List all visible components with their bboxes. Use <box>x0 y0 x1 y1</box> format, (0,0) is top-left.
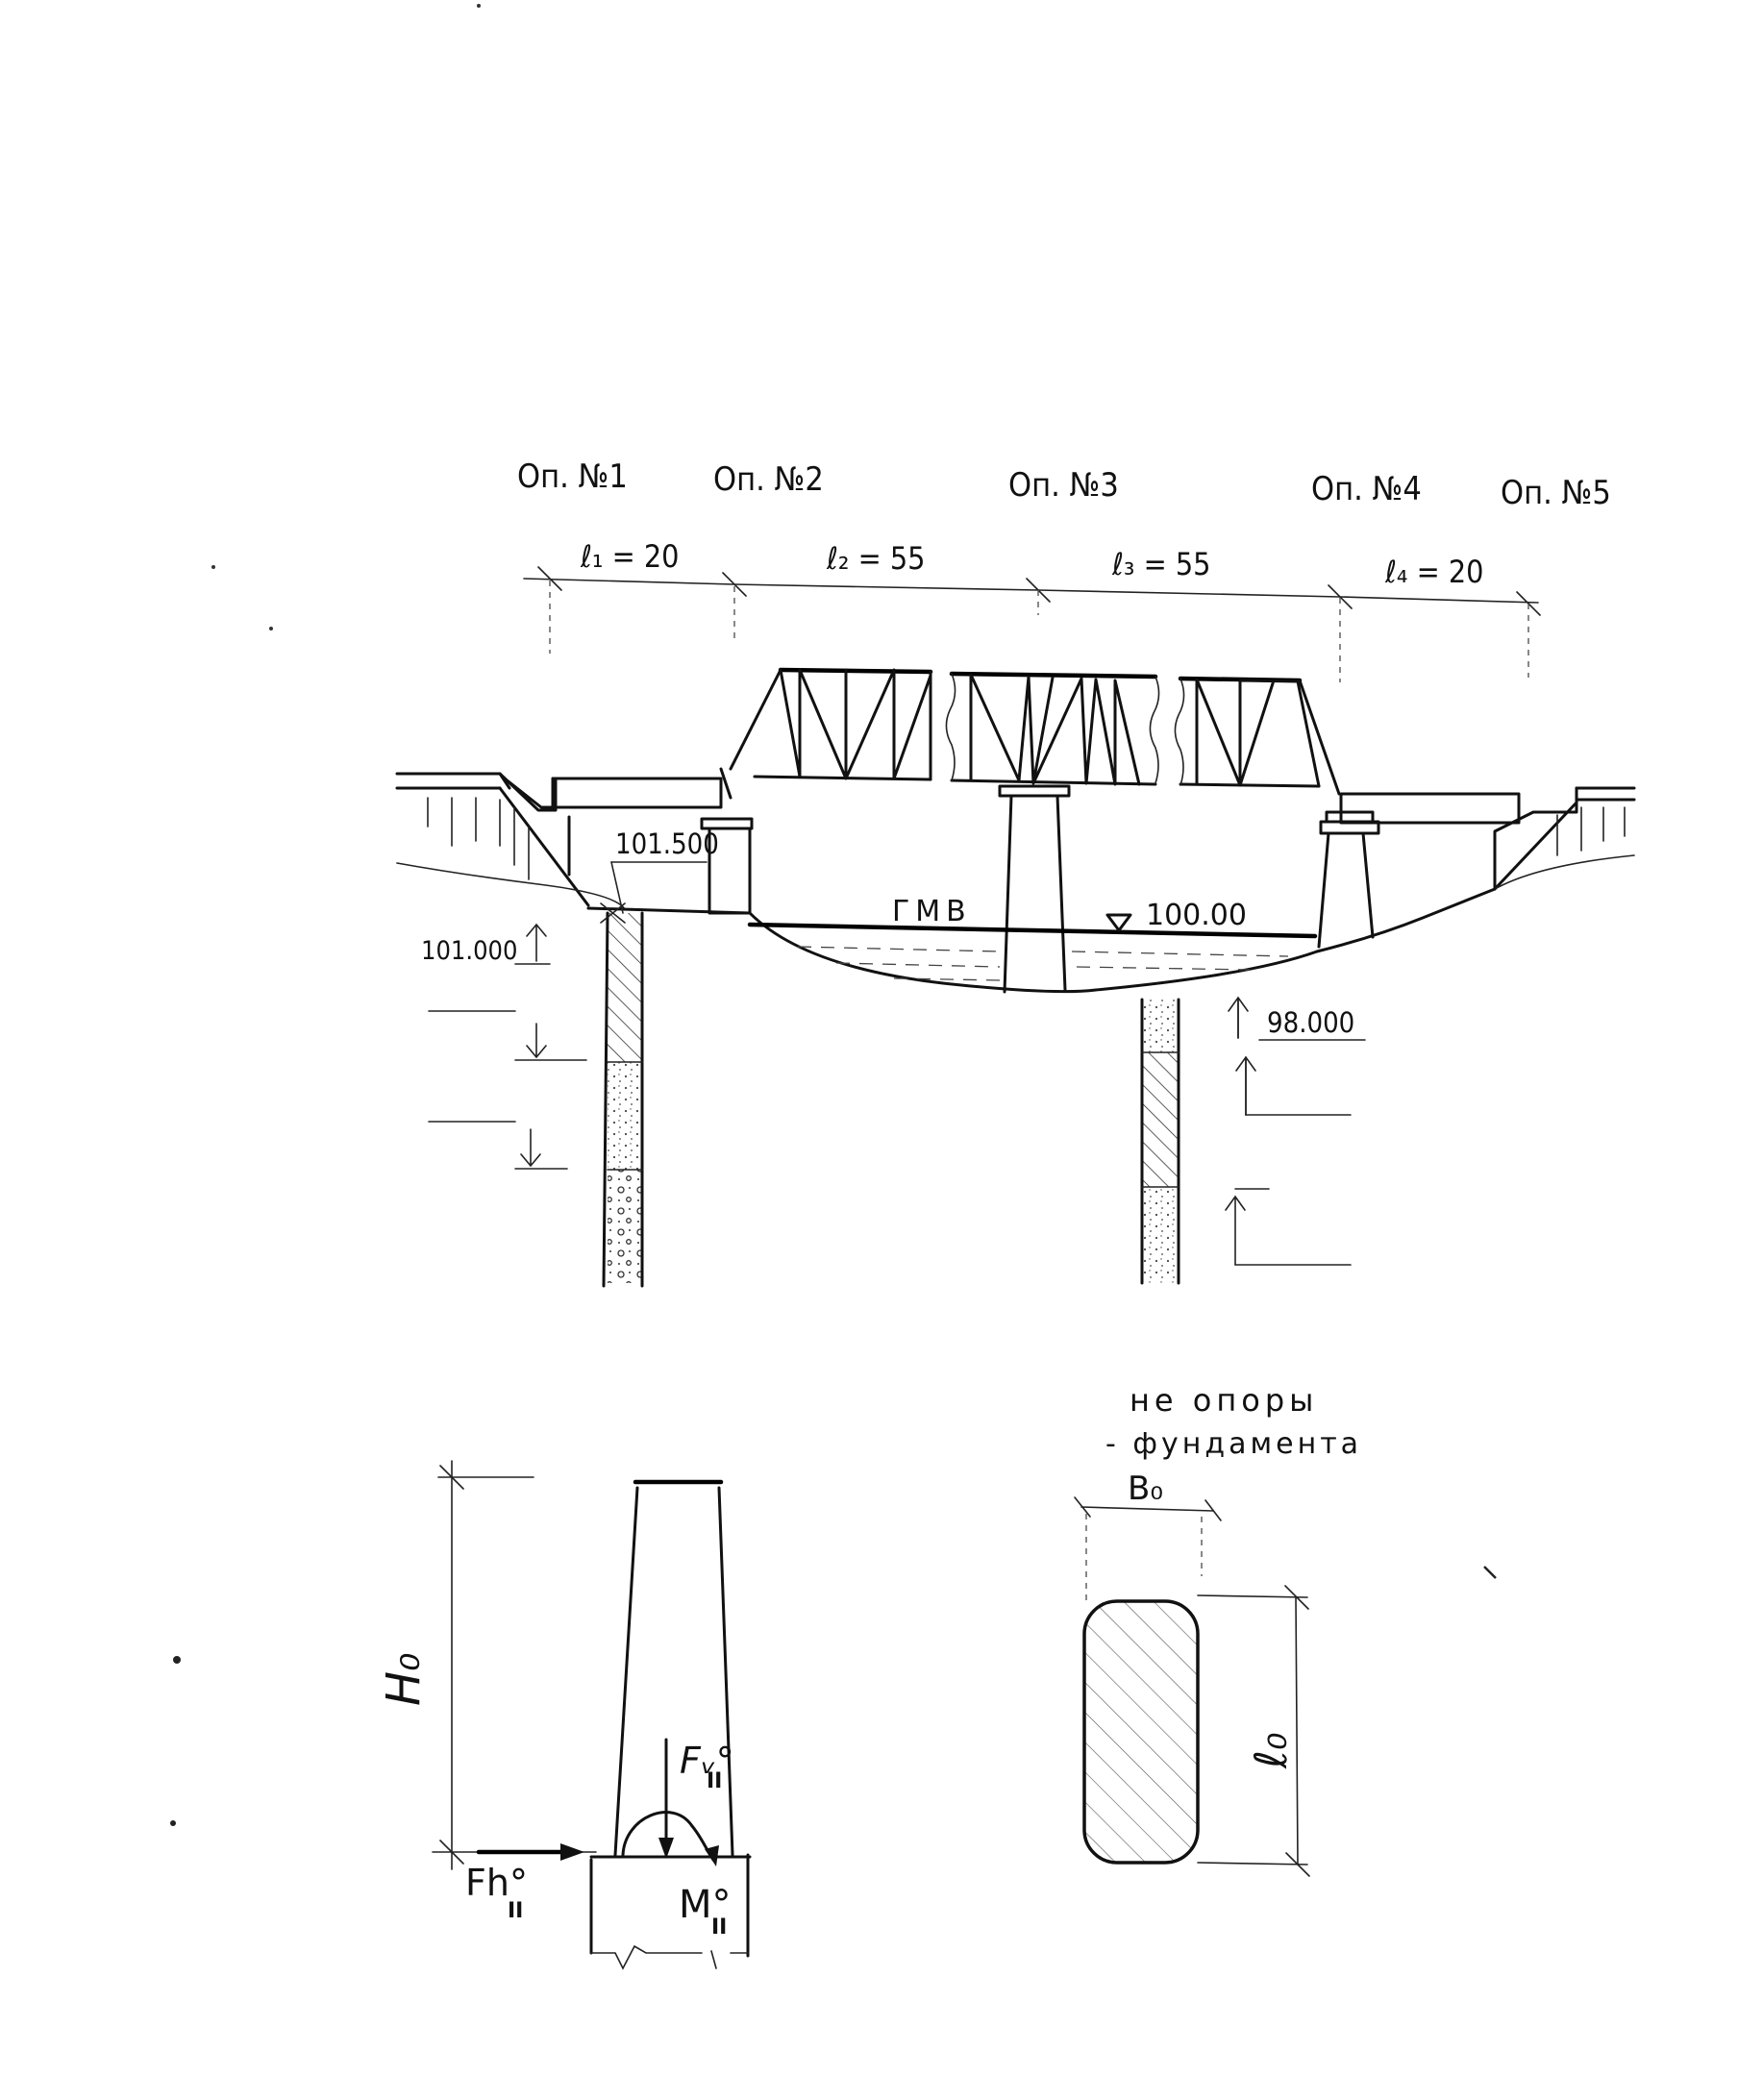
pier-load-scheme: H₀ Fᵥ° II M° II Fh° II <box>377 1460 752 1970</box>
river: ГМВ 100.00 <box>747 887 1497 994</box>
support-label-2: Оп. №2 <box>713 460 824 499</box>
abutment-left-ground <box>586 906 752 915</box>
beam-span-4 <box>1339 792 1521 825</box>
support-label-5: Оп. №5 <box>1501 474 1611 512</box>
scan-specks <box>170 4 1497 1826</box>
height-label: H₀ <box>377 1653 431 1706</box>
pier-3 <box>998 784 1071 994</box>
moment-label: M° <box>679 1883 732 1927</box>
foundation-section: не опоры - фундамента B₀ ℓ₀ <box>1074 1382 1362 1877</box>
support-label-3: Оп. №3 <box>1008 466 1119 505</box>
section-caption-line2: - фундамента <box>1105 1427 1362 1461</box>
borehole-right <box>1140 998 1180 1285</box>
support-label-1: Оп. №1 <box>517 457 628 496</box>
section-caption-line1: не опоры <box>1130 1382 1318 1419</box>
truss-span-3-right <box>1174 676 1341 796</box>
truss-span-3-left <box>945 671 1160 786</box>
span-label-4: ℓ₄ = 20 <box>1384 554 1483 590</box>
section-width-label: B₀ <box>1128 1470 1163 1508</box>
elevation-101500: 101.500 <box>615 828 719 860</box>
horizontal-force-sub: II <box>508 1899 523 1923</box>
elevation-101000: 101.000 <box>421 936 517 966</box>
horizontal-force-label: Fh° <box>465 1862 528 1904</box>
vertical-force-label: Fᵥ° <box>680 1740 734 1782</box>
beam-span-1 <box>551 767 733 809</box>
borehole-left <box>600 902 644 1288</box>
water-level-marker <box>1105 913 1132 932</box>
elevation-98000: 98.000 <box>1267 1006 1354 1039</box>
water-level-value: 100.00 <box>1146 899 1247 932</box>
pier-4 <box>1317 810 1380 949</box>
elevation-top-left: 101.500 <box>610 828 719 914</box>
moment-sub: II <box>711 1915 727 1939</box>
support-labels: Оп. №1 Оп. №2 Оп. №3 Оп. №4 Оп. №5 <box>517 457 1611 512</box>
truss-span-2 <box>729 667 933 781</box>
borehole-right-levels: 98.000 <box>1225 996 1366 1266</box>
water-level-name: ГМВ <box>892 895 972 928</box>
vertical-force-sub: II <box>707 1769 722 1793</box>
span-label-1: ℓ₁ = 20 <box>580 538 679 575</box>
embankment-left <box>395 772 626 910</box>
support-label-4: Оп. №4 <box>1311 470 1422 508</box>
section-length-label: ℓ₀ <box>1245 1733 1297 1769</box>
span-dimension-line: ℓ₁ = 20 ℓ₂ = 55 ℓ₃ = 55 ℓ₄ = 20 <box>523 538 1541 682</box>
span-label-2: ℓ₂ = 55 <box>826 540 925 577</box>
borehole-left-levels: 101.000 <box>421 923 587 1170</box>
embankment-right <box>1493 786 1636 891</box>
span-label-3: ℓ₃ = 55 <box>1111 546 1210 582</box>
